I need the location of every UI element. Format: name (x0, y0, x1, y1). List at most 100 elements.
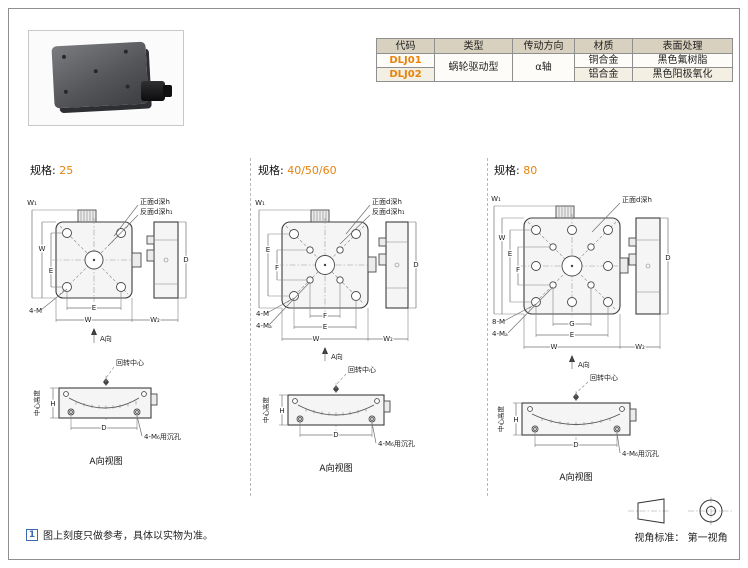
dim-d: D (101, 424, 106, 432)
side-view-body (153, 221, 179, 299)
product-photo (28, 30, 184, 126)
col-header-code: 代码 (376, 38, 435, 54)
device-body (51, 41, 149, 109)
section-divider (487, 158, 488, 496)
hole-callout-a: 4-Mₐ (256, 322, 272, 330)
side-shaft (367, 256, 377, 273)
dim-w-bottom: W (85, 316, 92, 324)
device-hole (125, 84, 130, 89)
col-header-direction: 传动方向 (512, 38, 575, 54)
view-direction-label: A向 (100, 334, 112, 343)
cell-surface: 黑色阳极氧化 (632, 67, 733, 82)
drawing-spec80-svg: 正面d深h W₁ W E F 8-M 4-Mₐ G E (490, 194, 672, 483)
side-view: D (378, 221, 420, 309)
corner-hole (531, 297, 541, 307)
corner-hole (531, 225, 541, 235)
spec-title-405060: 规格: 40/50/60 (258, 162, 337, 178)
projection-symbols (628, 497, 734, 525)
table-row-dlj01: DLJ01 蜗轮驱动型 α轴 铜合金 黑色氟树脂 (376, 53, 733, 82)
corner-hole (351, 229, 361, 239)
device-hole (123, 49, 128, 54)
rotation-center-label: 回转中心 (590, 373, 618, 382)
corner-hole (289, 229, 299, 239)
plan-view (52, 209, 142, 302)
spec-label: 规格: (30, 164, 56, 177)
callout-back: 反面d深h₁ (372, 207, 405, 216)
front-shaft (150, 393, 158, 406)
dim-e-bottom: E (92, 304, 96, 312)
callout-front: 正面d深h (140, 197, 170, 206)
side-view-body (635, 217, 661, 315)
edge-hole (567, 225, 577, 235)
dim-w2: W₂ (150, 316, 160, 324)
rotation-center-label: 回转中心 (348, 365, 376, 374)
cell-material: 铝合金 (574, 67, 633, 82)
cone-symbol (637, 498, 665, 524)
spec-label: 规格: (258, 164, 284, 177)
side-knob (628, 253, 637, 266)
note-icon: 1 (26, 528, 38, 541)
side-knob (146, 249, 155, 262)
spec-title-25: 规格: 25 (30, 162, 73, 178)
circle-symbol-inner (706, 506, 716, 516)
inner-hole (587, 281, 595, 289)
side-knob (146, 235, 155, 245)
drawing-spec405060-svg: 正面d深h 反面d深h₁ W₁ E F 4-M 4-Mₐ F E (254, 197, 420, 474)
cell-type: 蜗轮驱动型 (434, 53, 513, 82)
col-header-material: 材质 (574, 38, 633, 54)
view-caption: A向视图 (559, 471, 592, 483)
inner-hole (587, 243, 595, 251)
dim-side-d: D (183, 256, 188, 264)
projection-standard-text: 视角标准： 第一视角 (634, 533, 728, 544)
plan-view (278, 209, 377, 312)
side-knob (628, 237, 637, 247)
dimensions: W₁ W E 4-M E W W₂ A向 (26, 198, 179, 343)
dim-f: F (516, 266, 520, 274)
sink-hole-label: 4-M₆用沉孔 (144, 433, 181, 441)
dim-w2: W₂ (635, 343, 645, 351)
section-divider (250, 158, 251, 496)
dim-g-bottom: G (569, 320, 574, 328)
dim-e: E (508, 250, 512, 258)
dim-w: W (499, 234, 506, 242)
spec-title-80: 规格: 80 (494, 162, 537, 178)
dim-side-d: D (665, 254, 670, 262)
dim-e: E (266, 246, 270, 254)
footer-note: 1 图上刻度只做参考，具体以实物为准。 (26, 527, 213, 542)
stage-front (521, 402, 631, 436)
callouts: 正面d深h 反面d深h₁ (107, 197, 173, 247)
corner-hole (351, 291, 361, 301)
callout-front: 正面d深h (372, 197, 402, 206)
center-height-label: 中心高度 (32, 390, 41, 417)
dim-w-bottom: W (313, 335, 320, 343)
drawing-spec25-svg: 正面d深h 反面d深h₁ W₁ W E 4-M E W W₂ (26, 197, 190, 467)
dim-w1: W₁ (27, 199, 37, 207)
inner-hole (336, 276, 344, 284)
edge-hole (603, 261, 613, 271)
cell-code: DLJ02 (376, 67, 435, 82)
corner-hole (603, 225, 613, 235)
dim-w: W (39, 245, 46, 253)
dimensions: W₁ E F 4-M 4-Mₐ F E W W₂ A向 (254, 198, 409, 361)
page-border (8, 8, 740, 560)
dim-h: H (50, 400, 55, 408)
dim-e: E (49, 267, 53, 275)
dim-w1: W₁ (255, 199, 265, 207)
dim-h: H (279, 407, 284, 415)
dim-w2: W₂ (383, 335, 393, 343)
side-view-body (385, 221, 409, 309)
circle-symbol (699, 499, 723, 523)
spec-value: 25 (59, 164, 74, 177)
side-shaft (619, 257, 629, 274)
sink-hole-label: 4-M₆用沉孔 (622, 450, 659, 458)
side-shaft (131, 252, 142, 268)
spec-value: 40/50/60 (287, 164, 337, 177)
front-shaft (629, 408, 637, 422)
inner-hole (306, 246, 314, 254)
callout-back: 反面d深h₁ (140, 207, 173, 216)
dim-f: F (275, 264, 279, 272)
side-view: D (146, 221, 190, 299)
cell-direction: α轴 (512, 53, 575, 82)
hole-callout: 8-M (492, 318, 505, 326)
